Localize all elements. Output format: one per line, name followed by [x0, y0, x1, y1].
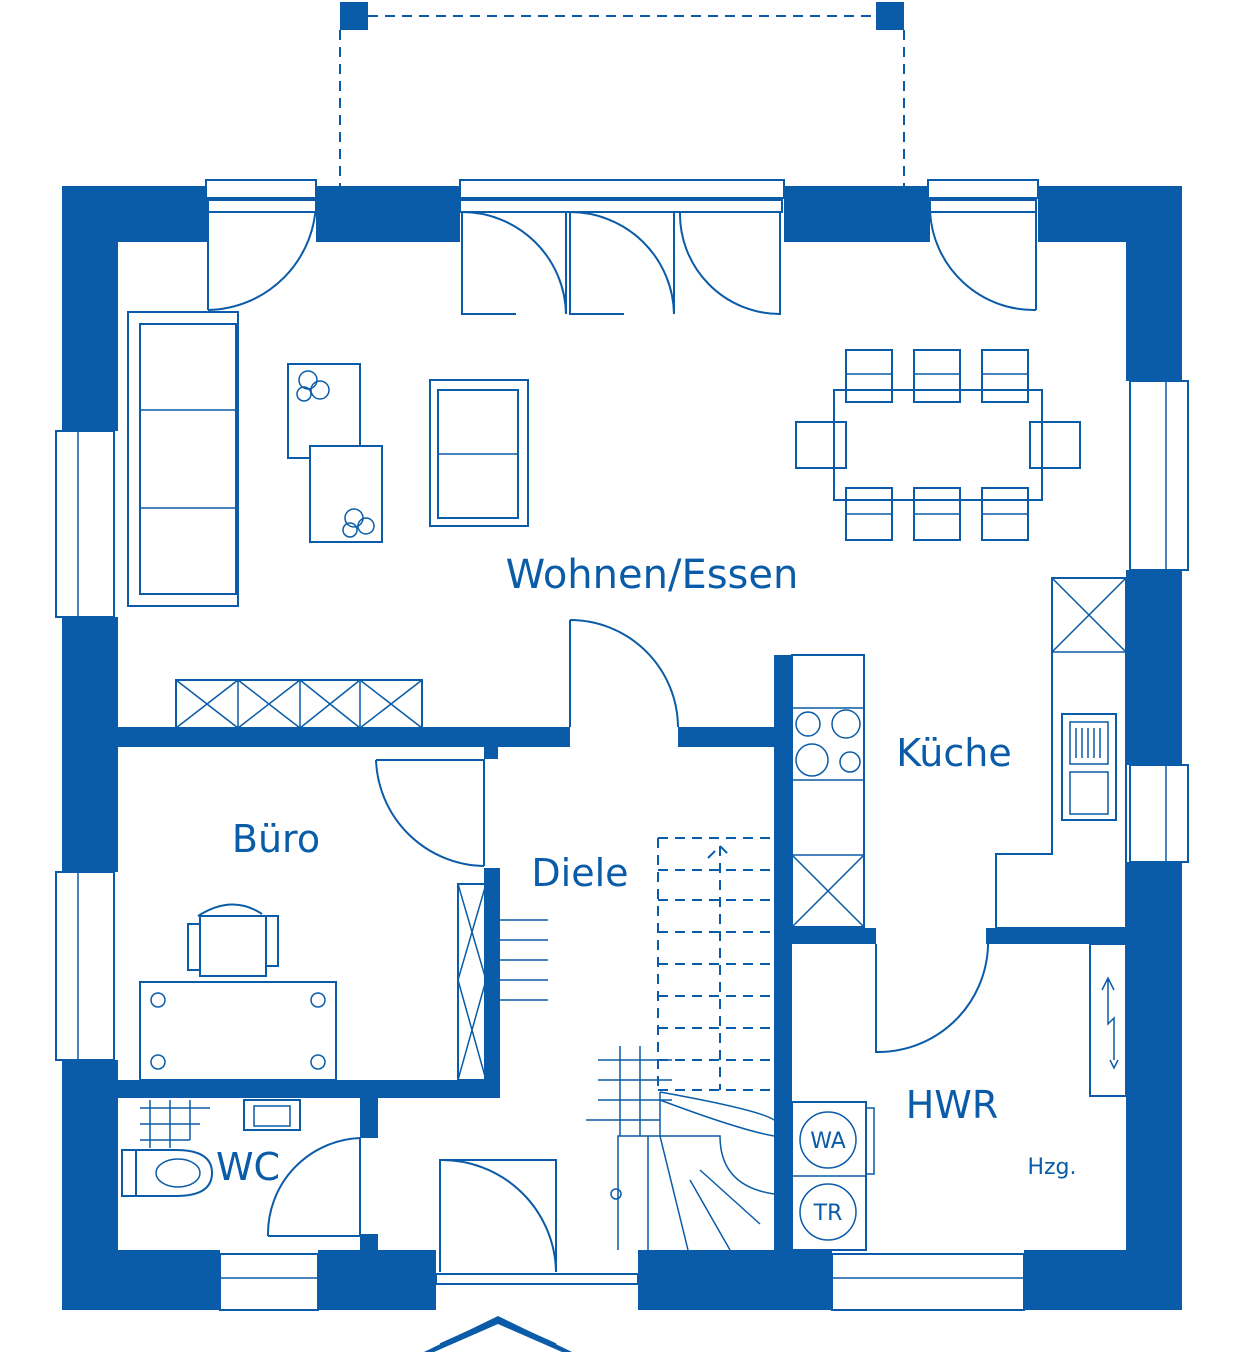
dryer-label: TR [813, 1201, 843, 1226]
washer-label: WA [810, 1129, 846, 1154]
office-chair [187, 903, 279, 977]
plant-icon [342, 508, 375, 538]
heating-label: Hzg. [1027, 1155, 1076, 1180]
wardrobe [457, 883, 487, 1081]
windows [55, 179, 1189, 1311]
kitchen-counter [791, 577, 1127, 929]
room-label-buero: Büro [232, 817, 320, 861]
dining-table [795, 349, 1081, 541]
sofa [127, 311, 239, 607]
sideboard [175, 679, 423, 729]
wc-fixtures [121, 1099, 301, 1197]
doors [207, 199, 1037, 1273]
inner-walls [118, 655, 1126, 1250]
entrance-arrow-icon [424, 1316, 572, 1352]
side-tables [287, 363, 383, 543]
outer-walls [62, 186, 1182, 1310]
electric-meter-icon [1101, 976, 1119, 1070]
plant-icon [296, 370, 330, 402]
hwr-fixtures [791, 943, 1127, 1251]
armchair [429, 379, 529, 527]
office-desk [139, 981, 337, 1081]
room-label-kueche: Küche [896, 731, 1011, 775]
room-label-diele: Diele [531, 851, 628, 895]
terrace-outline [339, 2, 905, 186]
room-label-wohnen-essen: Wohnen/Essen [506, 552, 799, 598]
staircase [500, 837, 775, 1251]
room-label-hwr: HWR [906, 1083, 999, 1127]
room-label-wc: WC [216, 1145, 280, 1189]
